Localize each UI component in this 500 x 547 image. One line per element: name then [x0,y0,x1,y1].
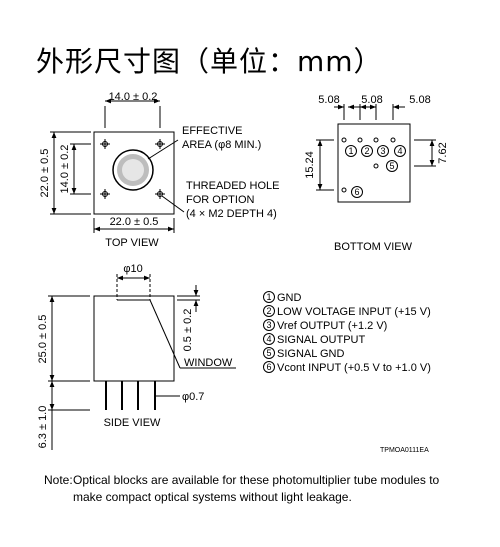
dim-pitch-3: 5.08 [409,94,430,106]
footnote: Note: Optical blocks are available for t… [44,472,444,506]
legend-num-3: 3 [266,320,271,330]
legend-text-3: Vref OUTPUT (+1.2 V) [277,320,387,332]
bottom-view [316,104,436,203]
pin-marker-5: 5 [389,161,394,171]
bottom-view-body [337,123,411,203]
dim-body-height: 25.0 ± 0.5 [37,315,49,364]
legend-text-6: Vcont INPUT (+0.5 V to +1.0 V) [277,362,431,374]
pin-marker-4: 4 [397,146,402,156]
top-view-label: TOP VIEW [105,237,159,249]
legend-text-1: GND [277,292,302,304]
callout-effective-area-1: EFFECTIVE [182,125,243,137]
side-view-label: SIDE VIEW [104,417,161,429]
legend-num-5: 5 [266,348,271,358]
callout-threaded-hole-1: THREADED HOLE [186,180,280,192]
legend-num-1: 1 [266,292,271,302]
pin-markers [345,145,406,198]
pin-marker-6: 6 [354,187,359,197]
drawing-code: TPMOA0111EA [380,447,429,454]
dim-pin-diameter: φ0.7 [182,391,204,403]
dim-pitch-1: 5.08 [318,94,339,106]
threaded-hole-icon [100,139,165,199]
dim-window-diameter: φ10 [123,263,142,275]
legend-num-2: 2 [266,306,271,316]
callout-threaded-hole-3: (4 × M2 DEPTH 4) [186,208,277,220]
pin-legend: 1 2 3 4 5 6 GND LOW VOLTAGE INPUT (+15 V… [263,291,431,374]
side-view [48,274,236,450]
callout-window: WINDOW [184,357,233,369]
top-view-body [93,131,175,215]
dim-bottom-left: 15.24 [304,151,316,179]
dim-pin-length: 6.3 ± 1.0 [37,406,49,449]
callout-effective-area-2: AREA (φ8 MIN.) [182,139,261,151]
footnote-text: Optical blocks are available for these p… [73,473,440,504]
dim-pitch-2: 5.08 [361,94,382,106]
page-title: 外形尺寸图（单位：mm） [36,45,383,78]
side-view-labels: φ10 25.0 ± 0.5 0.5 ± 0.2 WINDOW φ0.7 6.3… [37,263,233,448]
callout-threaded-hole-2: FOR OPTION [186,194,255,206]
footnote-label: Note: [44,473,73,487]
top-view [50,98,185,233]
legend-num-4: 4 [266,334,271,344]
pin-marker-2: 2 [364,146,369,156]
pin-marker-1: 1 [348,146,353,156]
dim-left-inner: 14.0 ± 0.2 [59,145,71,194]
dim-bottom-width: 22.0 ± 0.5 [110,216,159,228]
bottom-view-labels: 5.08 5.08 5.08 15.24 7.62 BOTTOM VIEW [304,94,449,253]
top-view-labels: 14.0 ± 0.2 22.0 ± 0.5 14.0 ± 0.2 22.0 ± … [39,91,280,249]
legend-num-6: 6 [266,362,271,372]
dim-top-width: 14.0 ± 0.2 [109,91,158,103]
pin-marker-3: 3 [380,146,385,156]
bottom-view-label: BOTTOM VIEW [334,241,413,253]
legend-text-4: SIGNAL OUTPUT [277,334,365,346]
legend-text-2: LOW VOLTAGE INPUT (+15 V) [277,306,431,318]
dim-left-outer: 22.0 ± 0.5 [39,149,51,198]
dim-bottom-right: 7.62 [437,142,449,163]
effective-area-window [112,149,154,191]
dim-window-depth: 0.5 ± 0.2 [182,309,194,352]
side-view-body [93,295,175,382]
legend-text-5: SIGNAL GND [277,348,344,360]
